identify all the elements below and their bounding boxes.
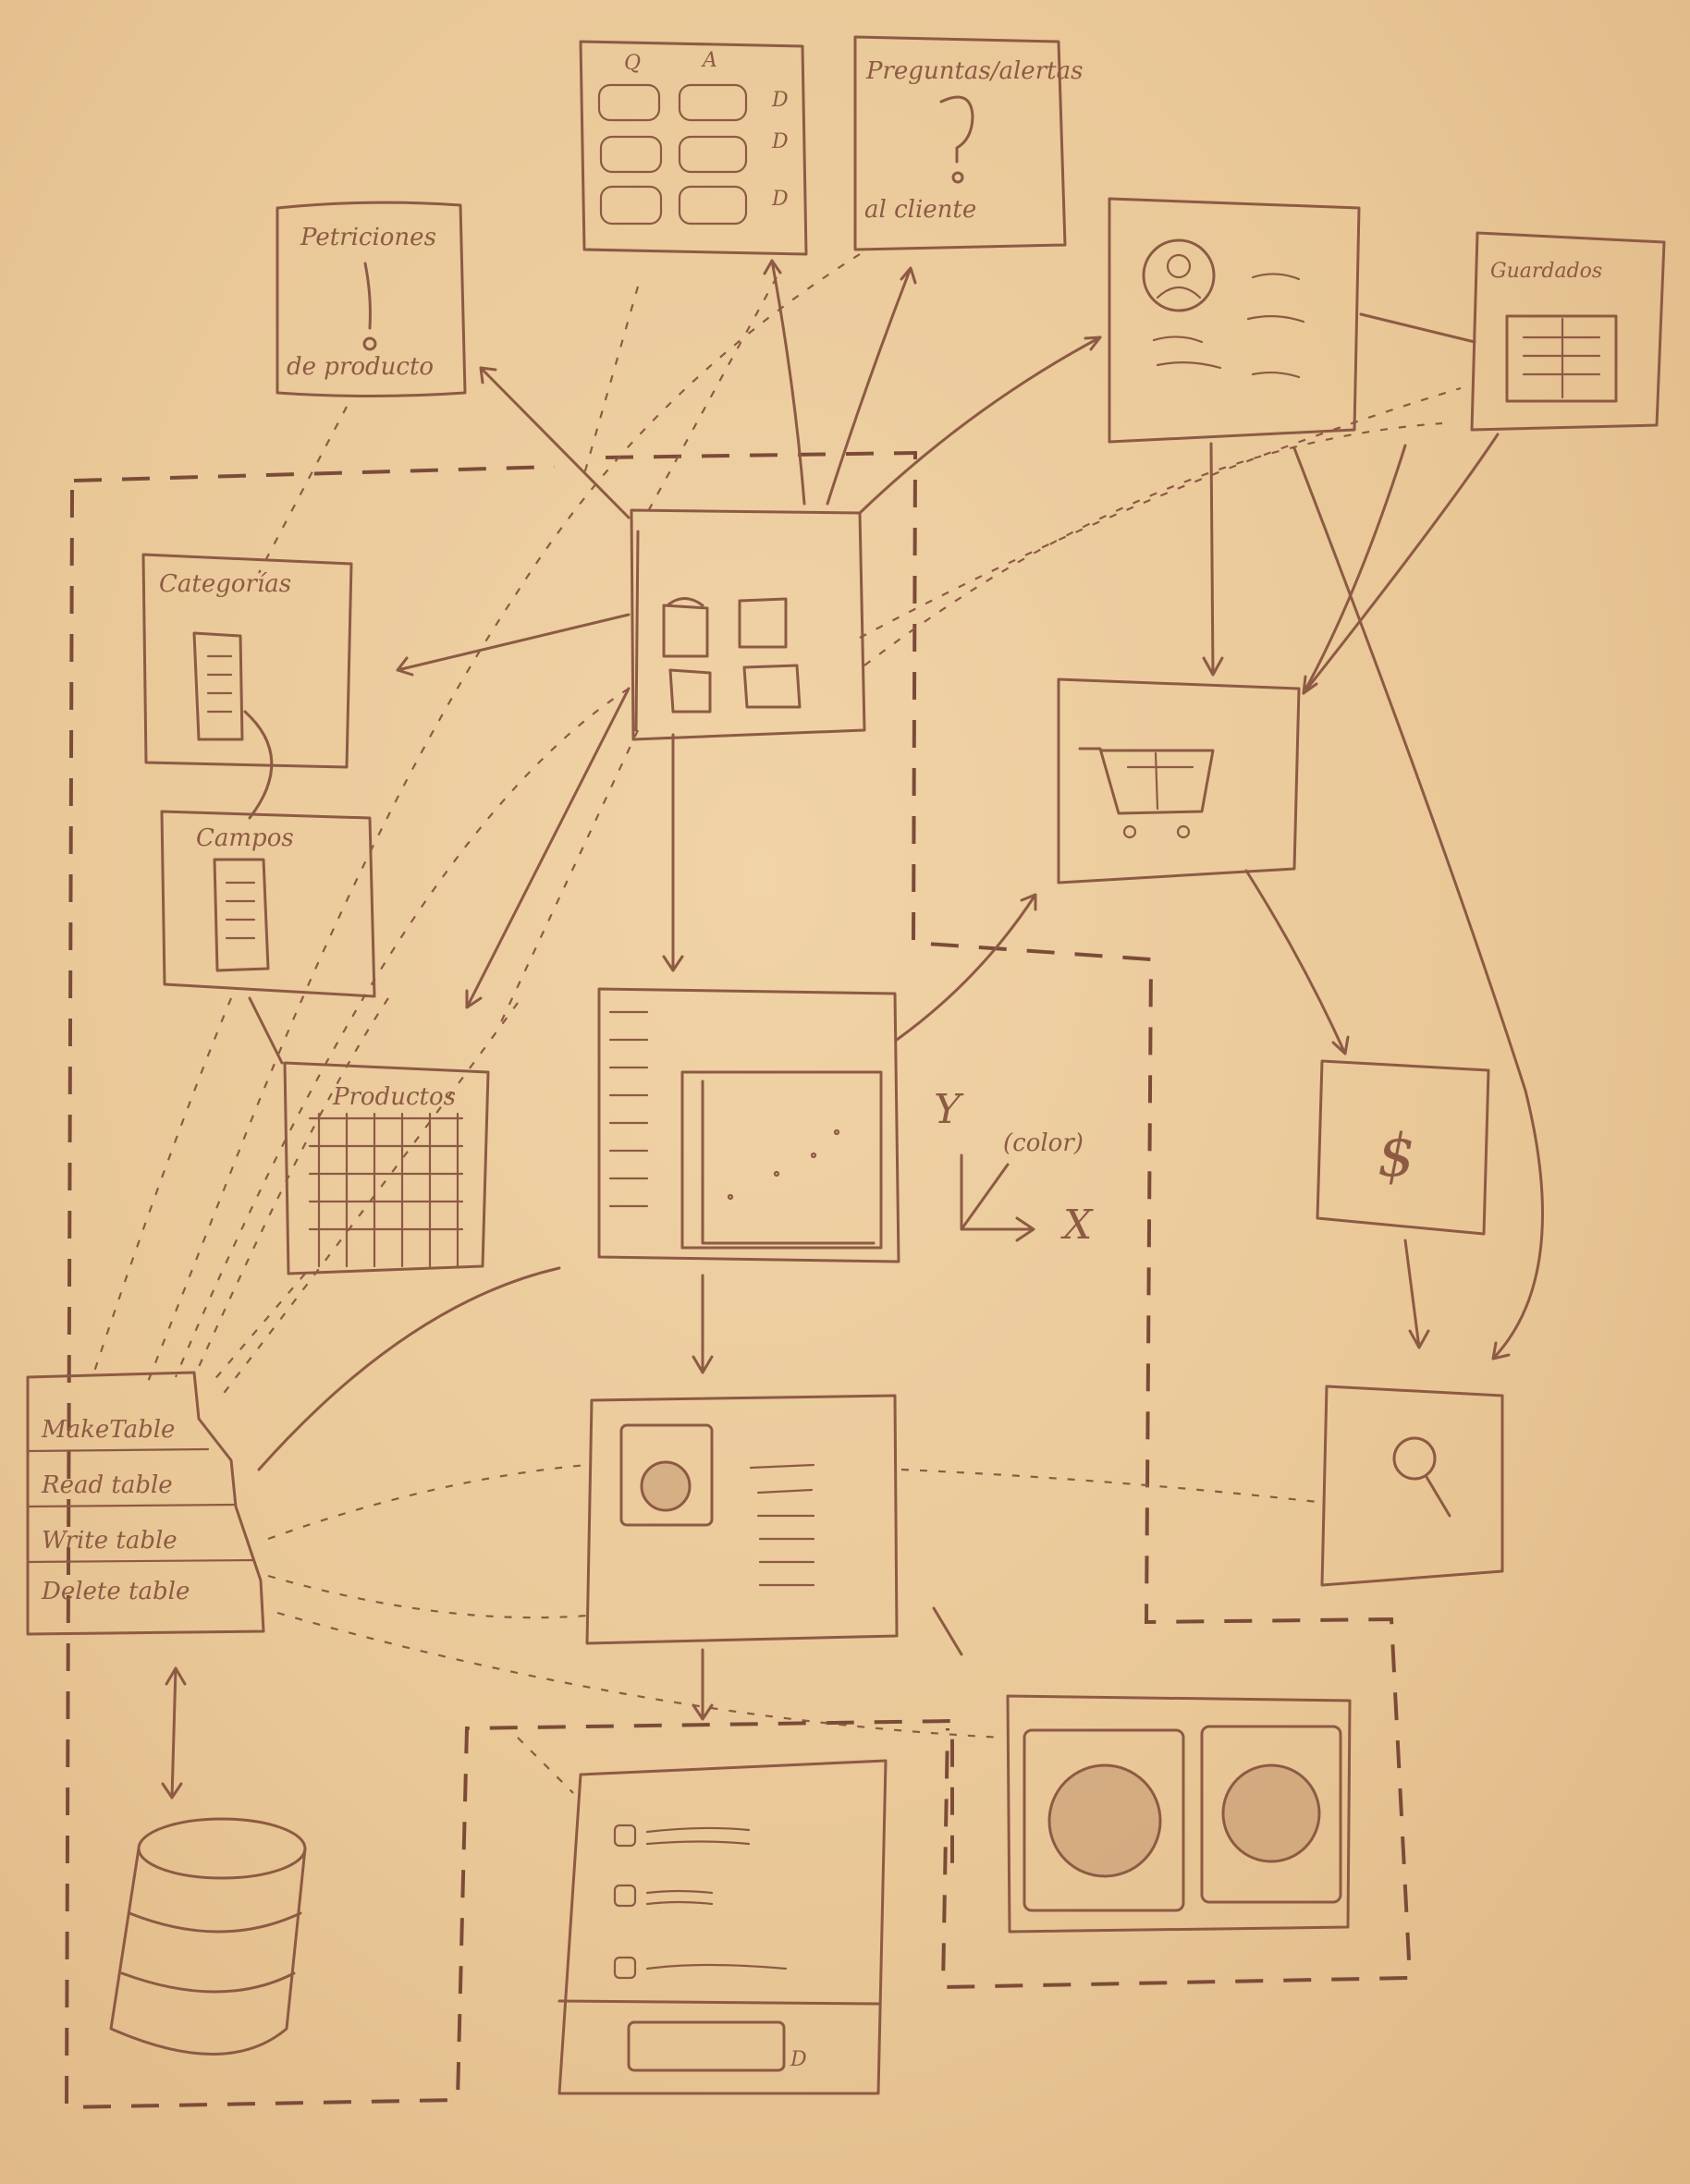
- node-payment: $: [1316, 1059, 1490, 1236]
- label-preguntas: Preguntas/alertas: [865, 57, 1083, 85]
- label-x-axis: X: [1060, 1202, 1094, 1249]
- axis-legend: Y X (color): [934, 1086, 1094, 1249]
- node-cart: [1057, 677, 1301, 885]
- cart-icon: [1078, 747, 1215, 839]
- label-de-producto: de producto: [287, 353, 434, 381]
- svg-text:D: D: [790, 2048, 807, 2071]
- label-productos: Productos: [332, 1083, 456, 1111]
- label-color: (color): [1003, 1129, 1084, 1157]
- label-campos: Campos: [196, 824, 294, 852]
- solid-arrows: [243, 259, 1544, 1721]
- node-search: [1320, 1385, 1504, 1587]
- node-image-gallery: [1006, 1694, 1352, 1934]
- label-write-table: Write table: [42, 1527, 178, 1555]
- warning-icon: [362, 262, 377, 351]
- node-table-operations: MakeTable Read table Write table Delete …: [26, 1371, 265, 1636]
- dollar-icon: $: [1378, 1122, 1415, 1190]
- question-icon: [939, 95, 974, 184]
- node-product-grid: Q A D D D: [579, 40, 808, 256]
- node-checkout-list: D: [557, 1759, 888, 2095]
- dashed-region-left: [64, 465, 954, 2110]
- label-categorias: Categorías: [159, 570, 291, 598]
- node-customer-questions: Preguntas/alertas al cliente: [853, 35, 1083, 251]
- node-user-profile: [1108, 197, 1361, 444]
- node-categories: Categorías: [141, 553, 353, 769]
- label-al-cliente: al cliente: [864, 196, 976, 224]
- label-guardados: Guardados: [1490, 260, 1602, 283]
- node-chart-view: [597, 987, 900, 1263]
- search-icon: [1392, 1436, 1451, 1518]
- svg-text:Q: Q: [624, 52, 641, 75]
- node-saved: Guardados: [1470, 231, 1666, 432]
- user-icon: [1142, 238, 1216, 312]
- node-product-requests: Petriciones de producto: [276, 201, 467, 397]
- svg-text:A: A: [701, 49, 717, 72]
- dotted-links: [91, 253, 1462, 1794]
- svg-text:D: D: [771, 89, 789, 112]
- label-delete-table: Delete table: [41, 1578, 190, 1605]
- svg-text:D: D: [771, 130, 789, 153]
- node-product-detail: [585, 1394, 899, 1645]
- database-icon: [109, 1666, 307, 2056]
- label-y-axis: Y: [934, 1086, 964, 1133]
- label-make-table: MakeTable: [41, 1416, 175, 1444]
- svg-text:D: D: [771, 188, 789, 211]
- dashed-region-center: [605, 450, 1413, 1990]
- label-petriciones: Petriciones: [300, 224, 436, 251]
- node-home-dashboard: [630, 508, 866, 741]
- label-read-table: Read table: [41, 1471, 173, 1499]
- node-fields: Campos: [160, 810, 376, 998]
- node-products: Productos: [283, 1061, 490, 1275]
